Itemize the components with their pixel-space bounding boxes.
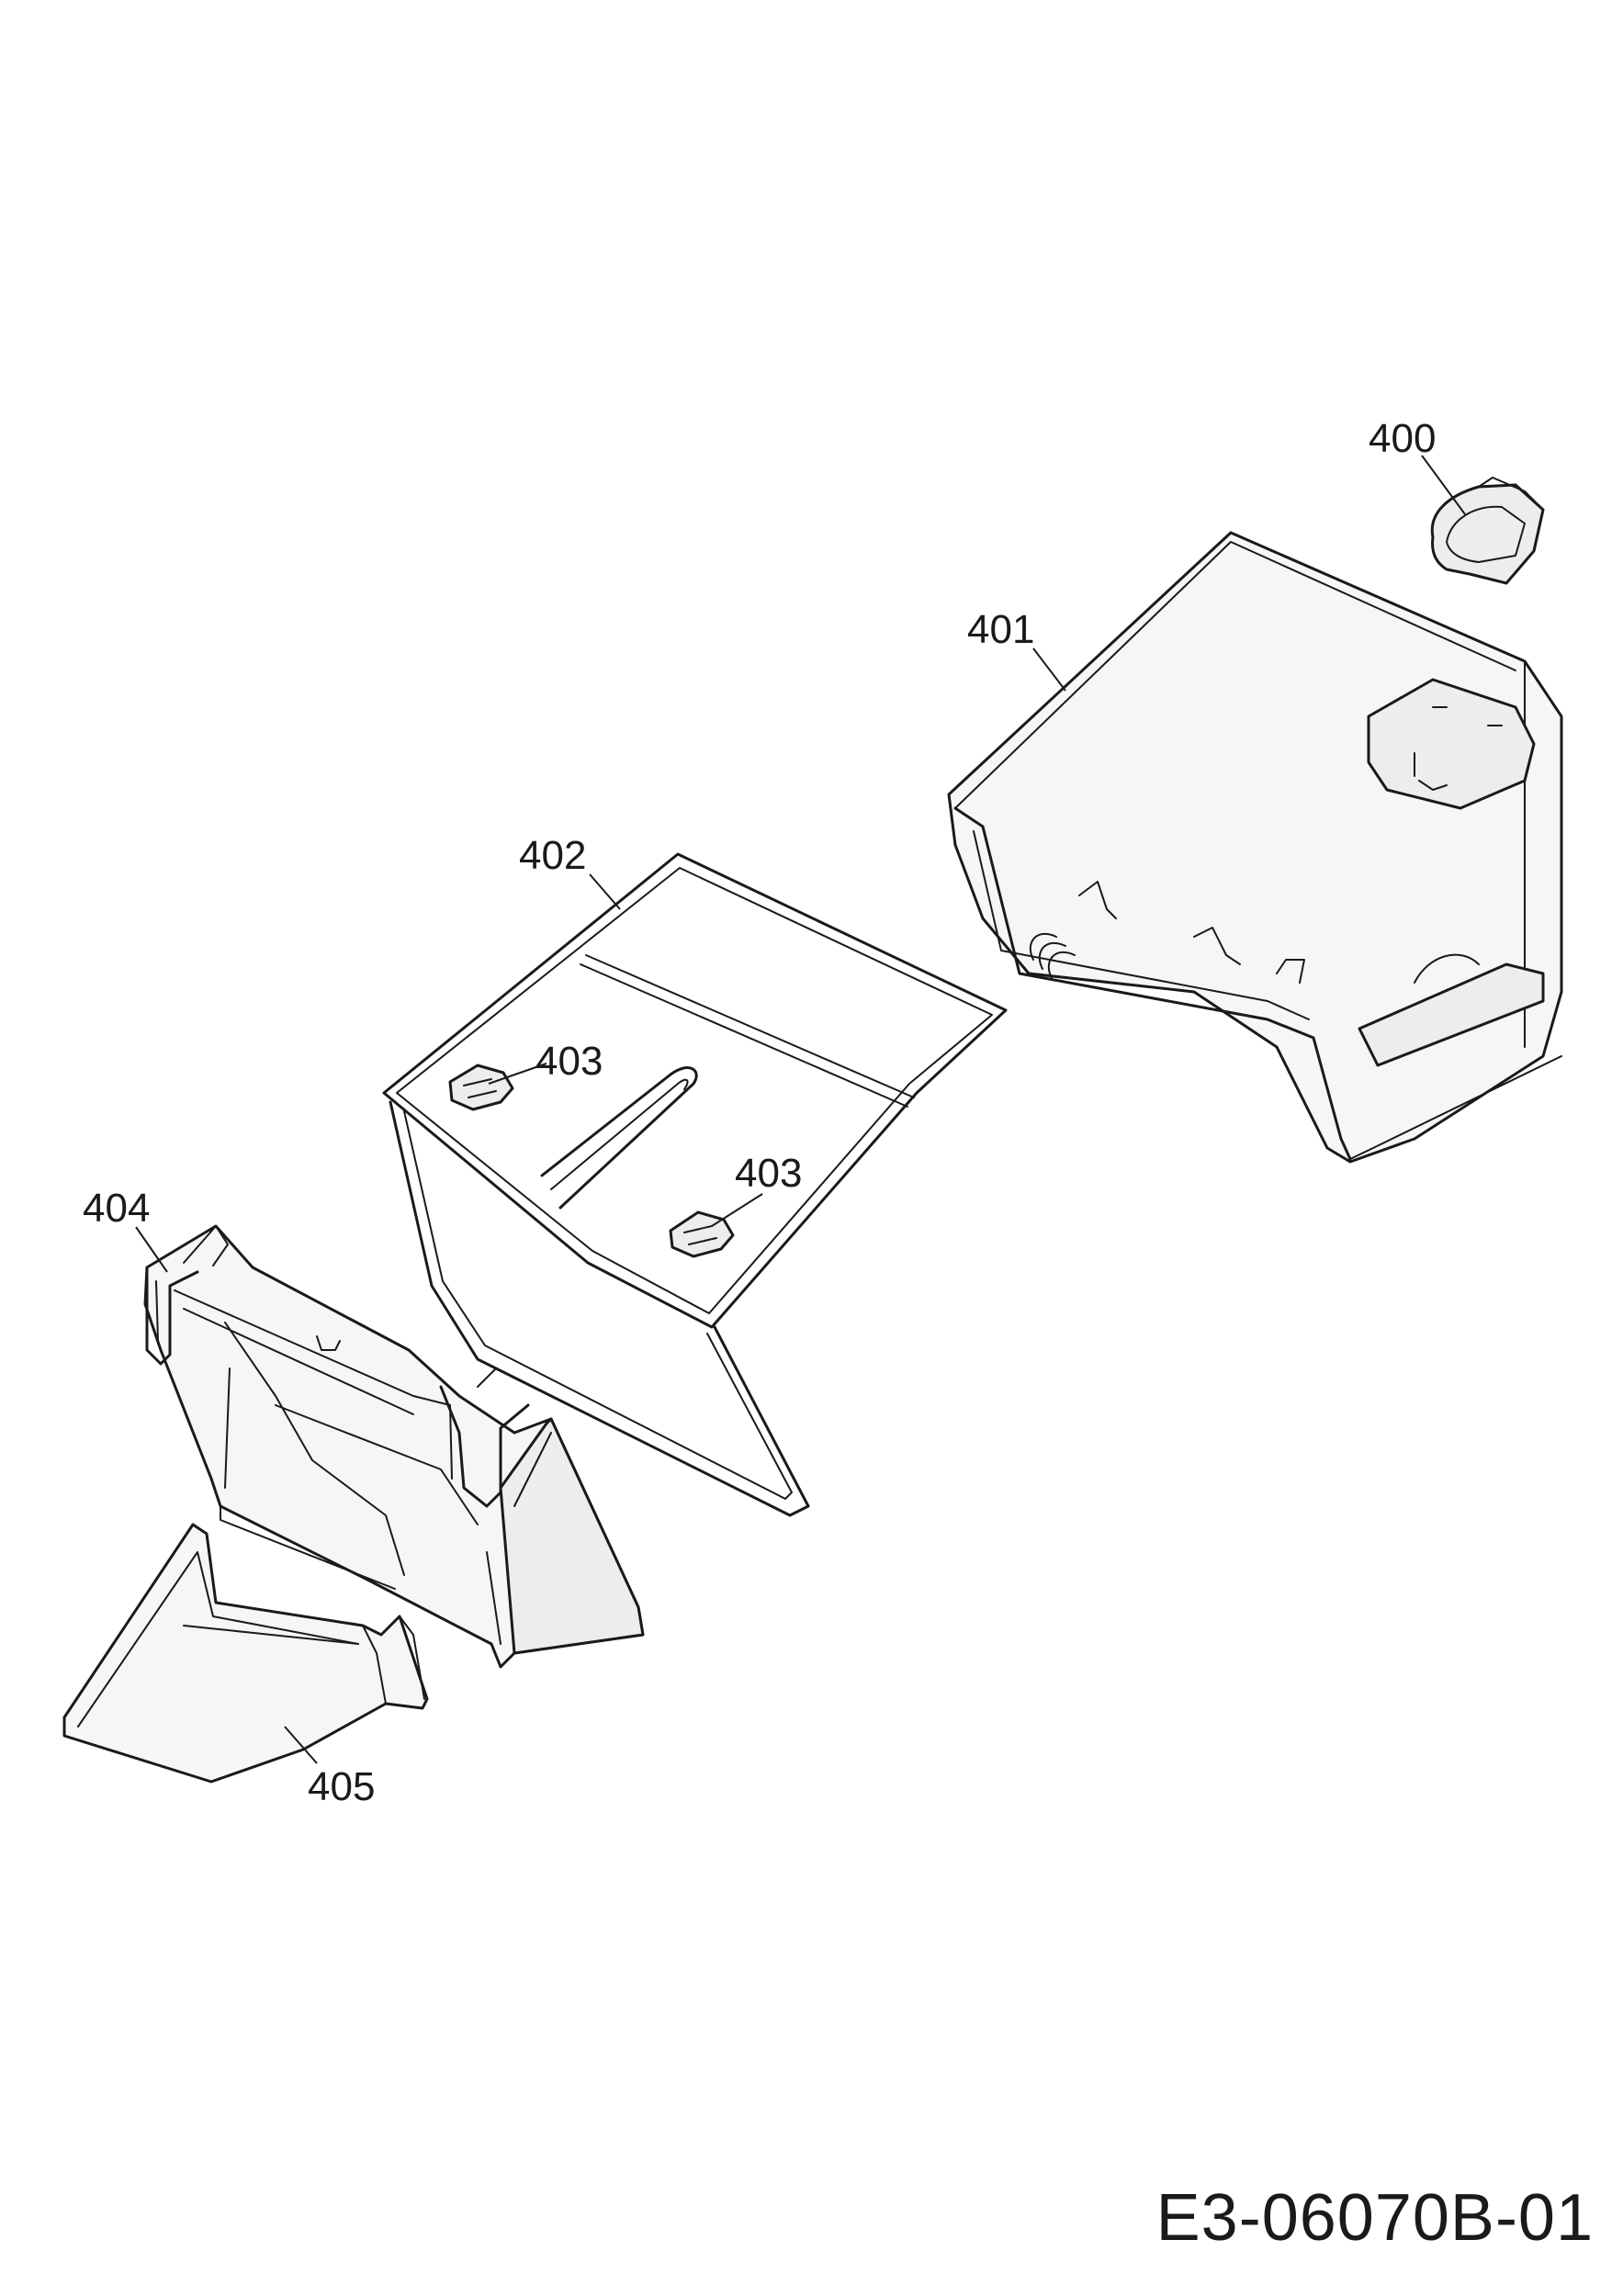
drawing-number: E3-06070B-01: [1155, 2181, 1594, 2255]
leader-403b: [711, 1193, 763, 1227]
part-405-chute: [62, 1523, 429, 1784]
part-404-mounting-plate: [143, 1224, 645, 1669]
leader-404: [135, 1226, 168, 1273]
leader-401: [1032, 647, 1066, 692]
part-401-catcher-cover: [947, 531, 1563, 1164]
callout-404: 404: [83, 1186, 150, 1231]
callout-401: 401: [967, 607, 1034, 652]
callout-402: 402: [519, 833, 586, 878]
part-402-catcher-frame: [382, 852, 1008, 1517]
callout-403-left: 403: [535, 1039, 603, 1084]
callout-400: 400: [1369, 416, 1436, 461]
callout-405: 405: [308, 1764, 375, 1809]
part-400-fill-indicator: [1430, 477, 1545, 585]
part-403-clip-left: [448, 1064, 514, 1111]
leader-400: [1421, 455, 1466, 515]
leader-402: [589, 873, 621, 910]
callout-403-right: 403: [735, 1151, 802, 1196]
leader-405: [284, 1726, 318, 1764]
leader-403a: [488, 1063, 547, 1085]
